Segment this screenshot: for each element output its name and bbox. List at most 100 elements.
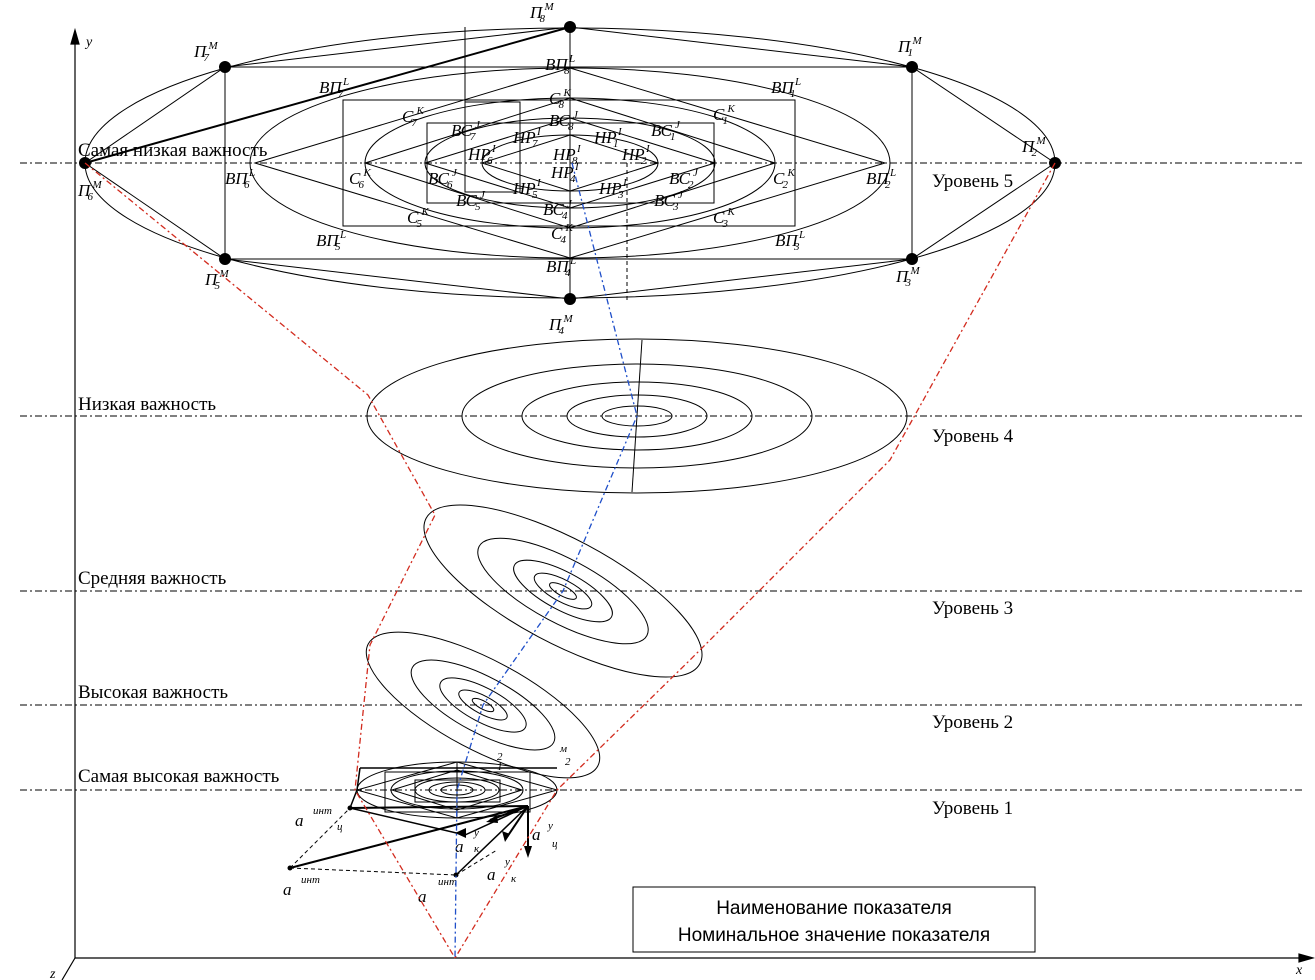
- label-vp-3-sup: L: [798, 229, 805, 241]
- label-p-4: П: [548, 315, 563, 334]
- importance-medium: Средняя важность: [78, 568, 227, 589]
- label-p-3-index: 3: [905, 277, 912, 289]
- label-vc-7: ВС: [451, 121, 473, 140]
- label-c-6-sup: K: [363, 167, 372, 179]
- label-nr-6: НР: [467, 145, 491, 164]
- label-vp-2-sup: L: [889, 167, 896, 179]
- label-vp-8: ВП: [545, 55, 569, 74]
- label-c-7: C: [402, 107, 414, 126]
- label-nr-3: НР: [598, 179, 622, 198]
- label-vc-5-sup: J: [480, 189, 486, 201]
- label-vc-3: ВС: [654, 191, 676, 210]
- level-1-structure: [355, 761, 559, 819]
- label-c-7-index: 7: [412, 117, 418, 129]
- label-c-3-index: 3: [722, 218, 729, 230]
- label-c-2: C: [773, 169, 785, 188]
- label-vp-4-index: 4: [565, 267, 571, 279]
- z-axis: [61, 957, 76, 980]
- label-vc-7-index: 7: [470, 131, 476, 143]
- vector-a-k-sup: у: [473, 827, 479, 839]
- label-vc-8-index: 8: [568, 121, 574, 133]
- label-vc-2: ВС: [669, 169, 691, 188]
- rect-M: [224, 66, 913, 260]
- level-2-label: Уровень 2: [932, 712, 1013, 733]
- level-1-vectors: [289, 767, 557, 876]
- label-nr-2-index: 2: [641, 155, 647, 167]
- vector-a-int-2-sup: инт: [438, 876, 457, 888]
- label-c-2-index: 2: [783, 179, 789, 191]
- label-p-2-index: 2: [1032, 147, 1038, 159]
- label-vp-6-index: 6: [244, 179, 250, 191]
- label-vp-7-sup: L: [342, 76, 349, 88]
- ellipse-l4-5: [601, 405, 673, 427]
- y-axis-label: y: [84, 35, 93, 50]
- label-vc-6-index: 6: [447, 179, 453, 191]
- label-p-4-index: 4: [559, 325, 565, 337]
- vector-a-int-c-sub: ц: [337, 821, 343, 833]
- label-c-6: C: [349, 169, 361, 188]
- level-4-label: Уровень 4: [932, 426, 1014, 447]
- importance-lowest: Самая низкая важность: [78, 140, 268, 161]
- label-p-1: П: [897, 37, 912, 56]
- label-p-5-sup: M: [219, 268, 230, 280]
- label-p-2-sup: M: [1036, 135, 1047, 147]
- label-p-3: П: [895, 267, 910, 286]
- label-nr-1-index: 1: [613, 138, 619, 150]
- label-vp-5-index: 5: [335, 241, 341, 253]
- vector-a-int-c-sup: инт: [313, 805, 332, 817]
- vector-a-k: a: [455, 837, 464, 856]
- point-P8: [564, 21, 576, 33]
- vector-a-c-sup: у: [547, 820, 553, 832]
- level-5-points: [79, 21, 1061, 305]
- label-c-8-sup: K: [563, 87, 572, 99]
- label-two: 2: [497, 751, 503, 763]
- label-p-5-index: 5: [215, 280, 221, 292]
- label-nr-1-sup: I: [617, 126, 623, 138]
- label-vp-8-index: 8: [564, 65, 570, 77]
- label-nr-7: НР: [512, 128, 536, 147]
- label-m-2: 2: [565, 756, 571, 768]
- ellipse-l4-4: [566, 394, 708, 438]
- label-p-7-index: 7: [204, 52, 210, 64]
- legend-line-1: Наименование показателя: [716, 898, 952, 919]
- label-p-7-sup: M: [208, 40, 219, 52]
- label-p-8-index: 8: [540, 13, 546, 25]
- label-c-1-sup: K: [727, 103, 736, 115]
- y-axis-arrow: [70, 27, 80, 45]
- importance-highest: Самая высокая важность: [78, 766, 280, 787]
- label-vc-6: ВС: [428, 169, 450, 188]
- label-nr-3-index: 3: [617, 189, 624, 201]
- label-c-4: C: [551, 224, 563, 243]
- label-p-5: П: [204, 270, 219, 289]
- label-c-4-sup: K: [565, 222, 574, 234]
- label-vc-2-index: 2: [688, 179, 694, 191]
- vector-a-c-sub: ц: [552, 838, 558, 850]
- point-P3: [906, 253, 918, 265]
- rect-inner: [464, 101, 521, 193]
- label-vp-4: ВП: [546, 257, 570, 276]
- vector-a-k-2: a: [487, 865, 496, 884]
- label-c-2-sup: K: [787, 167, 796, 179]
- label-c-5-index: 5: [417, 218, 423, 230]
- label-one: 1: [497, 761, 503, 773]
- level-5-label: Уровень 5: [932, 171, 1013, 192]
- label-nr-4-index: 4: [570, 173, 576, 185]
- label-vp-3: ВП: [775, 231, 799, 250]
- vector-a-int-c: a: [295, 811, 304, 830]
- point-P4: [564, 293, 576, 305]
- label-vp-5-sup: L: [339, 229, 346, 241]
- point-P7: [219, 61, 231, 73]
- label-c-7-sup: K: [416, 105, 425, 117]
- label-nr-6-index: 6: [487, 155, 493, 167]
- label-c-5-sup: K: [421, 206, 430, 218]
- vector-a-int: a: [283, 880, 292, 899]
- label-vc-8-sup: J: [573, 109, 579, 121]
- label-p-8-sup: M: [544, 1, 555, 13]
- label-p-4-sup: M: [563, 313, 574, 325]
- ellipse-l4-3: [521, 381, 753, 451]
- level-1-label: Уровень 1: [932, 798, 1013, 819]
- label-p-3-sup: M: [910, 265, 921, 277]
- importance-high: Высокая важность: [78, 682, 228, 703]
